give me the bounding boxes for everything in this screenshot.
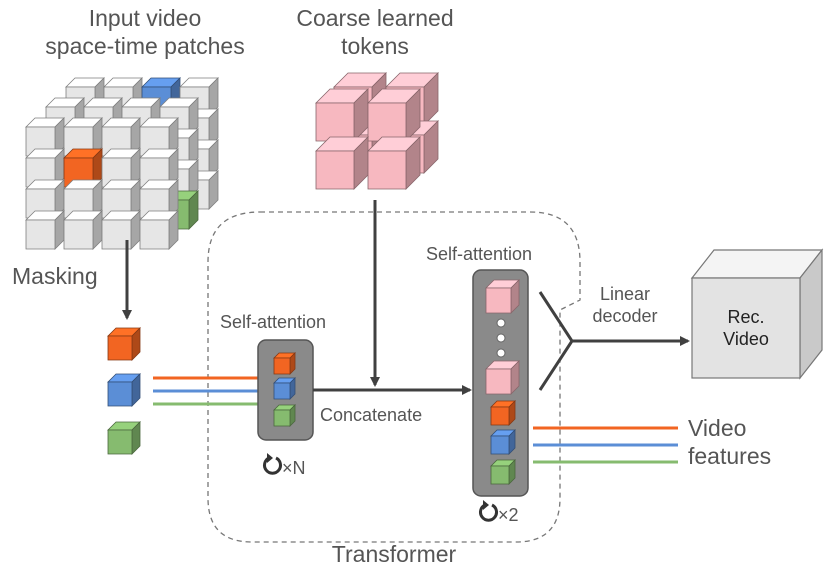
- linear-decoder-line1: Linear: [599, 284, 651, 304]
- rec-video-line2: Video: [723, 329, 769, 349]
- decoder-fan-in: [538, 291, 574, 391]
- repeat-decoder-icon: [479, 500, 498, 522]
- patch-cube: [25, 210, 65, 250]
- patch-cube: [25, 117, 65, 157]
- masked-orange-cube: [107, 327, 141, 361]
- linear-decoder-line2: decoder: [592, 306, 658, 326]
- decoder-token-cube-bottom: [485, 360, 520, 395]
- input-patch-grid: [25, 77, 219, 250]
- ellipsis-dot: [496, 318, 506, 328]
- token-cube: [315, 136, 369, 190]
- masked-patch-cubes: [107, 327, 141, 455]
- token-cube: [367, 136, 421, 190]
- patch-cube: [139, 210, 179, 250]
- repeat-encoder-label: ×N: [282, 458, 306, 478]
- encoder-orange-cube: [273, 352, 296, 375]
- ellipsis-dot: [496, 348, 506, 358]
- coarse-tokens-title: Coarse learned tokens: [280, 4, 470, 60]
- decoder-token-cubes: [485, 279, 520, 485]
- encoder-green-cube: [273, 404, 296, 427]
- decoder-orange-cube: [490, 400, 516, 426]
- input-title-line1: Input video: [88, 5, 202, 31]
- encoder-token-cubes: [273, 352, 296, 427]
- repeat-decoder-label: ×2: [498, 505, 519, 525]
- masked-green-cube: [107, 421, 141, 455]
- input-title-line2: space-time patches: [45, 33, 245, 59]
- encoder-blue-cube: [273, 377, 296, 400]
- ellipsis-dot: [496, 333, 506, 343]
- encoder-self-attention-label: Self-attention: [220, 312, 327, 332]
- tokens-title-line2: tokens: [341, 33, 409, 59]
- decoder-green-cube: [490, 459, 516, 485]
- masking-label: Masking: [12, 263, 98, 289]
- patch-cube: [101, 210, 141, 250]
- decoder-self-attention-label: Self-attention: [426, 244, 533, 264]
- video-features-line1: Video: [688, 415, 747, 441]
- rec-video-line1: Rec.: [727, 307, 765, 327]
- coarse-token-cubes: [315, 72, 439, 190]
- token-cube: [367, 88, 421, 142]
- transformer-boundary: [207, 211, 581, 543]
- patch-cube: [139, 179, 179, 219]
- transformer-label: Transformer: [331, 541, 457, 567]
- input-video-title: Input video space-time patches: [0, 4, 290, 60]
- token-cube: [315, 88, 369, 142]
- linear-decoder-label: Linear decoder: [570, 283, 680, 327]
- rec-video-label: Rec. Video: [692, 306, 800, 350]
- decoder-token-cube-top: [485, 279, 520, 314]
- video-features-label: Video features: [688, 414, 771, 470]
- video-features-line2: features: [688, 443, 772, 469]
- concatenate-label: Concatenate: [320, 405, 423, 425]
- rec-video-cube: [690, 248, 824, 380]
- patch-cube: [63, 210, 103, 250]
- decoder-blue-cube: [490, 429, 516, 455]
- tokens-title-line1: Coarse learned: [296, 5, 454, 31]
- repeat-encoder-icon: [263, 453, 282, 475]
- masked-blue-cube: [107, 373, 141, 407]
